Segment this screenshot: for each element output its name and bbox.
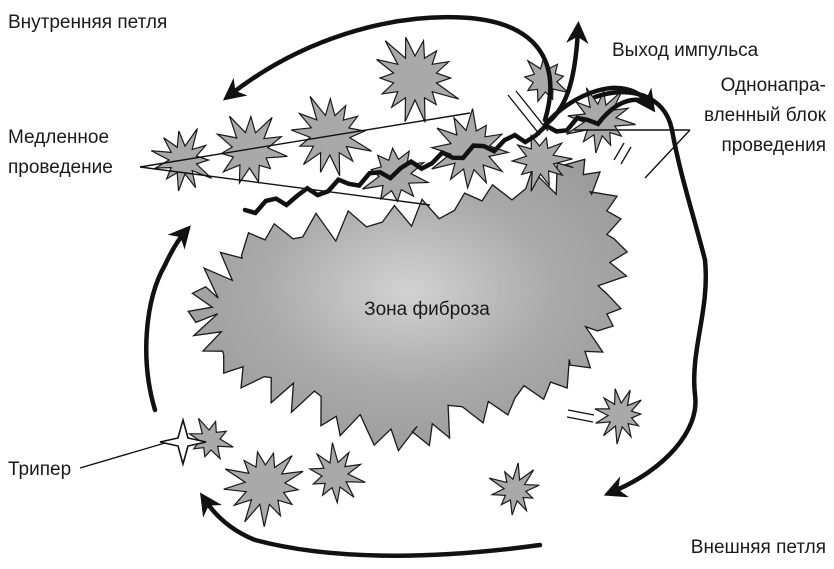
block-label-line3: проведения [722, 135, 827, 156]
scar-island-small [190, 418, 234, 458]
slow-conduction-label-line2: проведение [8, 157, 113, 178]
block-label-line2: вленный блок [704, 105, 827, 126]
outer-loop-left [146, 232, 185, 410]
trigger-label: Трипер [8, 459, 71, 480]
scar-island-small [595, 389, 641, 444]
inner-loop-label: Внутренняя петля [8, 12, 167, 33]
scar-island-small [224, 452, 303, 527]
outer-loop-label: Внешняя петля [691, 537, 826, 558]
scar-island-small [489, 463, 539, 515]
slow-conduction-label-line1: Медленное [8, 127, 109, 148]
outer-loop-right [595, 92, 706, 492]
fibrosis-zone-label: Зона фиброза [364, 299, 490, 320]
scar-fragment-upper [377, 37, 459, 122]
trigger-star-icon [160, 420, 206, 464]
scar-fragment-upper [218, 116, 288, 183]
scar-island-small [310, 443, 366, 503]
block-label-line1: Однонапра- [721, 75, 826, 96]
impulse-exit-label: Выход импульса [612, 40, 759, 61]
